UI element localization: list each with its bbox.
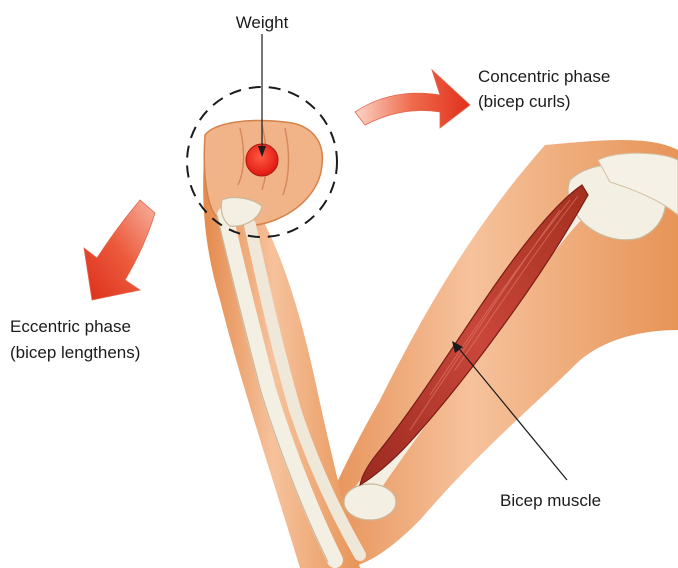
eccentric-label-line1: Eccentric phase bbox=[10, 317, 131, 336]
arrow-down-left-icon bbox=[84, 200, 155, 300]
bicep-muscle-label: Bicep muscle bbox=[500, 491, 601, 510]
weight-label: Weight bbox=[236, 13, 289, 32]
elbow-joint bbox=[344, 484, 396, 520]
eccentric-label-line2: (bicep lengthens) bbox=[10, 343, 140, 362]
curved-arrow-right-icon bbox=[355, 70, 470, 128]
concentric-label-line1: Concentric phase bbox=[478, 67, 610, 86]
concentric-label-line2: (bicep curls) bbox=[478, 92, 571, 111]
